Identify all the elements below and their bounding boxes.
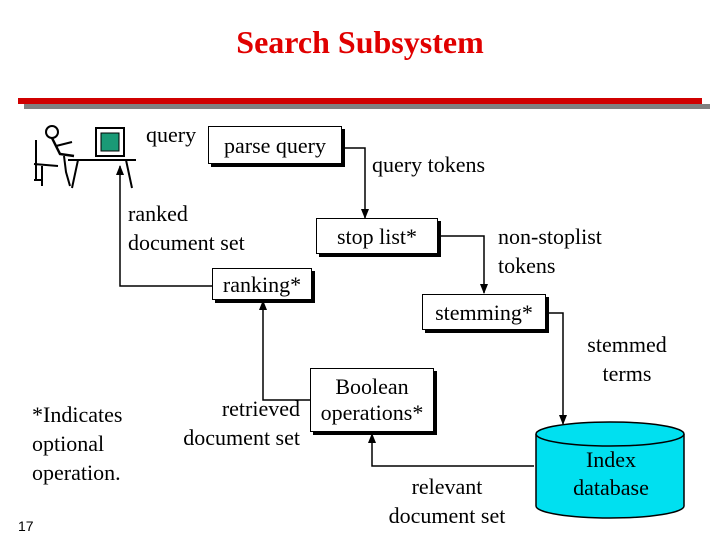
- label-retrieved-line1: retrieved: [221, 396, 300, 421]
- optional-operation-note: *Indicates optional operation.: [32, 400, 122, 487]
- arrow-database-to-boolean: [368, 433, 534, 467]
- label-relevant-document-set: relevant document set: [376, 472, 518, 530]
- label-relevant-line2: document set: [388, 503, 506, 528]
- label-relevant-line1: relevant: [411, 474, 483, 499]
- label-stemmed-line2: terms: [602, 361, 652, 386]
- title-rule: [18, 98, 702, 104]
- stemming-box: stemming*: [422, 294, 546, 330]
- label-ranked-line2: document set: [128, 230, 245, 255]
- arrow-parse-to-stoplist: [342, 147, 369, 219]
- page-title: Search Subsystem: [236, 24, 484, 60]
- label-non-stoplist-tokens: non-stoplist tokens: [498, 222, 602, 280]
- title-rule-shadow: [24, 104, 710, 109]
- label-query-tokens: query tokens: [372, 152, 486, 177]
- ranking-box: ranking*: [212, 268, 312, 300]
- note-line2: optional: [32, 431, 105, 456]
- label-retrieved-line2: document set: [183, 425, 300, 450]
- arrow-stemming-to-database: [546, 312, 567, 425]
- label-ranked-line1: ranked: [128, 201, 188, 226]
- boolean-line1: Boolean: [335, 374, 409, 399]
- database-line1: Index: [585, 447, 637, 472]
- note-line3: operation.: [32, 460, 121, 485]
- arrow-stoplist-to-stemming: [438, 235, 488, 294]
- label-stemmed-terms: stemmed terms: [572, 330, 682, 388]
- arrow-boolean-to-ranking: [259, 300, 310, 401]
- page-number: 17: [18, 518, 34, 534]
- boolean-line2: operations*: [320, 400, 424, 425]
- note-line1: *Indicates: [32, 402, 123, 427]
- label-stemmed-line1: stemmed: [587, 332, 667, 357]
- label-query: query: [146, 122, 197, 147]
- arrow-ranking-to-user: [116, 165, 212, 287]
- database-line2: database: [573, 475, 649, 500]
- index-database-cylinder: [535, 421, 685, 519]
- label-ranked-document-set: ranked document set: [128, 199, 245, 257]
- index-database-label: Index database: [536, 446, 686, 502]
- label-nonstop-line2: tokens: [498, 253, 556, 278]
- boolean-operations-box: Boolean operations*: [310, 368, 434, 432]
- person-at-computer-icon: [33, 125, 136, 189]
- label-retrieved-document-set: retrieved document set: [160, 394, 300, 452]
- parse-query-box: parse query: [208, 126, 342, 164]
- stop-list-box: stop list*: [316, 218, 438, 254]
- label-nonstop-line1: non-stoplist: [498, 224, 602, 249]
